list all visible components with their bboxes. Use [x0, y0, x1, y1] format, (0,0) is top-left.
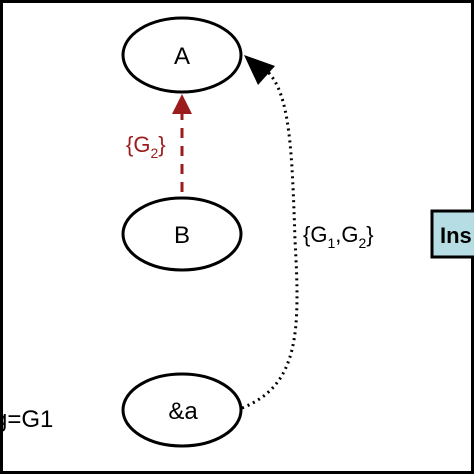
node-a-label: A: [174, 43, 190, 70]
side-box: Ins: [430, 209, 474, 259]
edge-amp-a-to-a[interactable]: {G1,G2}: [241, 55, 374, 410]
node-b-label: B: [174, 222, 190, 249]
node-amp-a-shape: [121, 372, 243, 448]
edge-amp-a-to-a-arrowhead: [244, 55, 275, 85]
node-b[interactable]: B: [121, 196, 243, 272]
node-a-shape: [121, 16, 243, 94]
node-b-shape: [121, 196, 243, 272]
edge-amp-a-to-a-label: {G1,G2}: [303, 222, 374, 251]
edge-amp-a-to-a-line: [241, 70, 299, 410]
edge-b-to-a-label: {G2}: [126, 132, 166, 161]
left-fragment-text: g=G1: [0, 406, 53, 433]
node-amp-a-label: &a: [168, 398, 198, 425]
node-a[interactable]: A: [121, 16, 243, 94]
node-amp-a[interactable]: &a: [121, 372, 243, 448]
side-box-label: Ins: [440, 223, 472, 248]
edge-b-to-a[interactable]: {G2}: [126, 94, 192, 192]
side-box-shape: [430, 209, 474, 259]
edge-b-to-a-arrowhead: [172, 94, 192, 114]
